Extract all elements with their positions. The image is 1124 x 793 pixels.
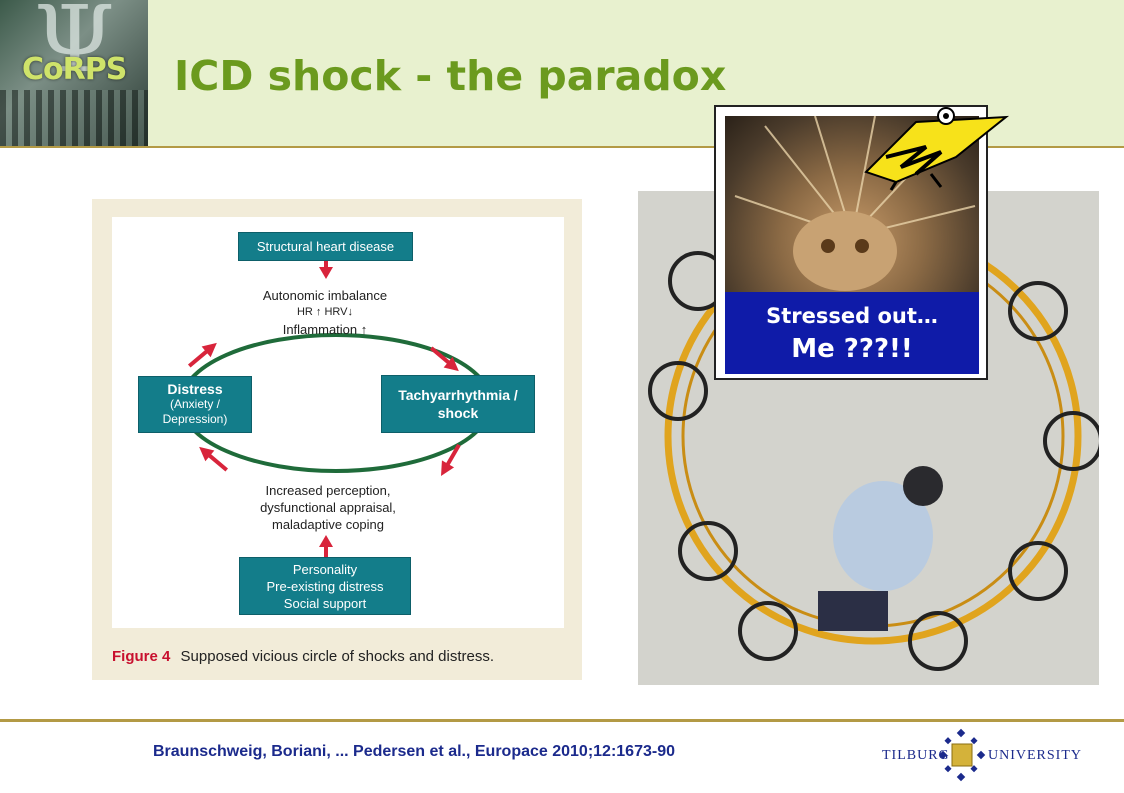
personality-line1: Personality (292, 562, 358, 577)
university-crest-icon (938, 728, 986, 782)
tilburg-university-logo: TILBURG UNIVERSITY (882, 728, 1081, 782)
distress-sub1: (Anxiety / (169, 397, 220, 411)
cat-caption-line1: Stressed out… (766, 304, 938, 328)
psi-logo-icon: Ψ (34, 0, 115, 93)
perception-line2: dysfunctional appraisal, (260, 500, 396, 515)
personality-line2: Pre-existing distress (266, 579, 384, 594)
slide-title: ICD shock - the paradox (174, 52, 727, 100)
lightning-bird-icon (864, 107, 1010, 191)
distress-title: Distress (167, 381, 223, 397)
box-structural-heart-disease: Structural heart disease (238, 232, 413, 261)
logo-background-pattern (0, 90, 148, 146)
box-distress: Distress (Anxiety / Depression) (138, 376, 252, 433)
autonomic-line1: Autonomic imbalance (262, 288, 388, 303)
figure-caption-label: Figure 4 (112, 648, 171, 665)
stressed-cat-panel: Stressed out… Me ???!! (714, 105, 1010, 380)
perception-text: Increased perception, dysfunctional appr… (240, 482, 416, 533)
citation: Braunschweig, Boriani, ... Pedersen et a… (153, 743, 675, 760)
footer-rule (0, 719, 1124, 722)
cat-caption-line2: Me ???!! (791, 334, 913, 364)
header-band (0, 0, 1124, 148)
figure-caption: Figure 4 Supposed vicious circle of shoc… (112, 648, 494, 665)
arrow-upper-left-icon (187, 342, 217, 368)
tachy-line1: Tachyarrhythmia / (398, 387, 518, 403)
logo-text: CoRPS (22, 52, 127, 87)
box-personality: Personality Pre-existing distress Social… (239, 557, 411, 615)
tachy-line2: shock (437, 405, 479, 421)
box-structural-label: Structural heart disease (256, 239, 395, 254)
cat-caption-box: Stressed out… Me ???!! (725, 292, 979, 374)
perception-line3: maladaptive coping (271, 517, 385, 532)
personality-line3: Social support (283, 596, 367, 611)
figure-caption-text: Supposed vicious circle of shocks and di… (180, 648, 495, 665)
perception-line1: Increased perception, (265, 483, 391, 498)
autonomic-text: Autonomic imbalance HR ↑ HRV↓ Inflammati… (240, 287, 410, 338)
distress-sub2: Depression) (162, 412, 228, 426)
university-name-left: TILBURG (882, 748, 950, 763)
arrow-upper-right-icon (429, 346, 459, 372)
arrow-lower-right-icon (441, 443, 461, 477)
autonomic-line2: HR ↑ HRV↓ (296, 306, 354, 318)
university-name-right: UNIVERSITY (988, 748, 1082, 763)
corps-logo: Ψ CoRPS (0, 0, 148, 146)
stressed-cat-photo (725, 116, 979, 292)
box-tachyarrhythmia: Tachyarrhythmia / shock (381, 375, 535, 433)
autonomic-line3: Inflammation ↑ (282, 322, 368, 337)
arrow-lower-left-icon (199, 446, 229, 472)
